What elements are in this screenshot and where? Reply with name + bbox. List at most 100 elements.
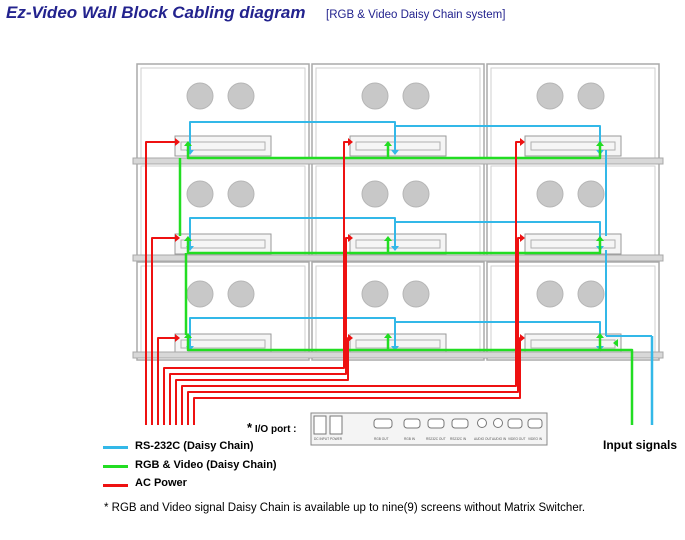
io-panel-port-label: RGB IN [404,437,416,441]
rgb-arrow-icon [384,333,392,338]
ac-power-arrow-icon [175,234,180,242]
rs232-arrow-icon [391,150,399,155]
connector-icon [427,418,445,429]
io-panel-port-label: RS232C OUT [426,437,446,441]
ac-power-arrow-icon [520,138,525,146]
ac-power-arrow-icon [348,234,353,242]
ac-power-cable [181,141,522,425]
connector-icon [451,418,469,429]
rgb-arrow-icon [184,141,192,146]
ac-power-cable [187,237,522,425]
speaker-circle [536,280,564,308]
rgb-arrow-icon [596,333,604,338]
connector-icon [527,418,543,429]
jack-icon [493,418,503,428]
io-panel-port-label: VIDEO IN [528,437,543,441]
io-port-label: * I/O port : [247,420,297,435]
ac-power-cable [157,337,177,425]
speaker-circle [227,82,255,110]
speaker-circle [186,280,214,308]
legend-line-rs232 [103,446,128,449]
speaker-circle [227,280,255,308]
io-panel-port-label: POWER [330,437,343,441]
legend-line-rgb-video [103,465,128,468]
io-board-slot [355,239,441,249]
rgb-arrow-icon [613,339,618,347]
speaker-circle [577,280,605,308]
rgb-arrow-icon [184,236,192,241]
legend-label-rgb-video: RGB & Video (Daisy Chain) [135,459,277,471]
rail [132,351,664,359]
rgb-video-input-cable [600,348,634,425]
diagram-subtitle: [RGB & Video Daisy Chain system] [326,9,506,21]
io-panel-body [310,412,548,446]
rs232-cable [394,221,601,248]
speaker-circle [361,82,389,110]
io-board-slot [180,239,266,249]
cabinet-frame [136,261,310,361]
rgb-arrow-icon [596,236,604,241]
connector-icon [403,418,421,429]
rgb-video-cable [186,239,602,255]
speaker-circle [227,180,255,208]
io-panel-port-label: AUDIO IN [492,437,507,441]
ac-power-arrow-icon [520,234,525,242]
cabinet-frame [311,261,485,361]
speaker-circle [536,180,564,208]
connector-icon [507,418,523,429]
ac-power-cable [145,141,177,425]
io-panel-port-label: VIDEO OUT [508,437,526,441]
rgb-arrow-icon [384,236,392,241]
rgb-arrow-icon [384,141,392,146]
connector-icon [373,418,393,429]
rs232-cable [394,125,601,152]
ac-power-arrow-icon [175,138,180,146]
io-board-slot [180,141,266,151]
ac-power-arrow-icon [348,334,353,342]
diagram-title: Ez-Video Wall Block Cabling diagram [6,3,306,22]
cabinet-frame [486,261,660,361]
ac-power-arrow-icon [348,138,353,146]
io-board-slot [530,141,616,151]
video-wall-frames [132,63,664,361]
ac-power-cable [163,141,350,425]
ac-power-cable [169,237,350,425]
speaker-circle [402,280,430,308]
legend-label-ac-power: AC Power [135,477,187,489]
ac-power-arrow-icon [520,334,525,342]
speaker-circle [577,82,605,110]
input-signals-label: Input signals [603,438,678,452]
ac-power-cable [151,237,177,425]
io-panel-port-label: RGB OUT [374,437,389,441]
rgb-arrow-icon [184,333,192,338]
power-switch [329,415,343,435]
io-board-slot [355,339,441,349]
speaker-circle [402,82,430,110]
io-board-slot [530,239,616,249]
rail [132,254,664,262]
jack-icon [477,418,487,428]
io-panel-port-label: DC INPUT [314,437,329,441]
speaker-circle [536,82,564,110]
speaker-circle [402,180,430,208]
io-panel-port-label: AUDIO OUT [474,437,492,441]
speaker-circle [361,280,389,308]
io-board-slot [180,339,266,349]
cable-wires [145,121,654,425]
legend-line-ac-power [103,484,128,487]
rs232-arrow-icon [391,246,399,251]
rs232-arrow-icon [391,346,399,351]
legend-label-rs232: RS-232C (Daisy Chain) [135,440,254,452]
rgb-video-cable [186,336,602,352]
rgb-video-cable [186,144,602,160]
speaker-circle [186,82,214,110]
dc-input-jack [313,415,327,435]
speaker-circle [186,180,214,208]
io-panel-port-label: RS232C IN [450,437,467,441]
rgb-arrow-icon [596,141,604,146]
footnote: * RGB and Video signal Daisy Chain is av… [104,502,586,514]
io-board [349,135,447,157]
